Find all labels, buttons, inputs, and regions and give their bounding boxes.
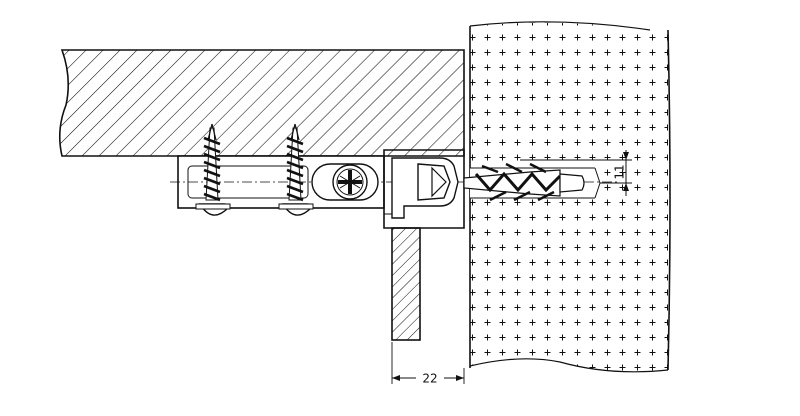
wood-screw-right bbox=[278, 123, 314, 216]
wall bbox=[469, 21, 671, 373]
dimension-height-label: 11 bbox=[613, 164, 627, 179]
side-panel bbox=[391, 227, 421, 341]
dimension-width: 22 bbox=[391, 342, 465, 386]
wall-bracket bbox=[383, 149, 465, 229]
dimension-height: 11 bbox=[520, 150, 632, 196]
wood-screw-left bbox=[195, 123, 231, 216]
dimension-width-label: 22 bbox=[422, 372, 437, 386]
worktop bbox=[58, 49, 465, 157]
wall-anchor bbox=[463, 162, 585, 202]
